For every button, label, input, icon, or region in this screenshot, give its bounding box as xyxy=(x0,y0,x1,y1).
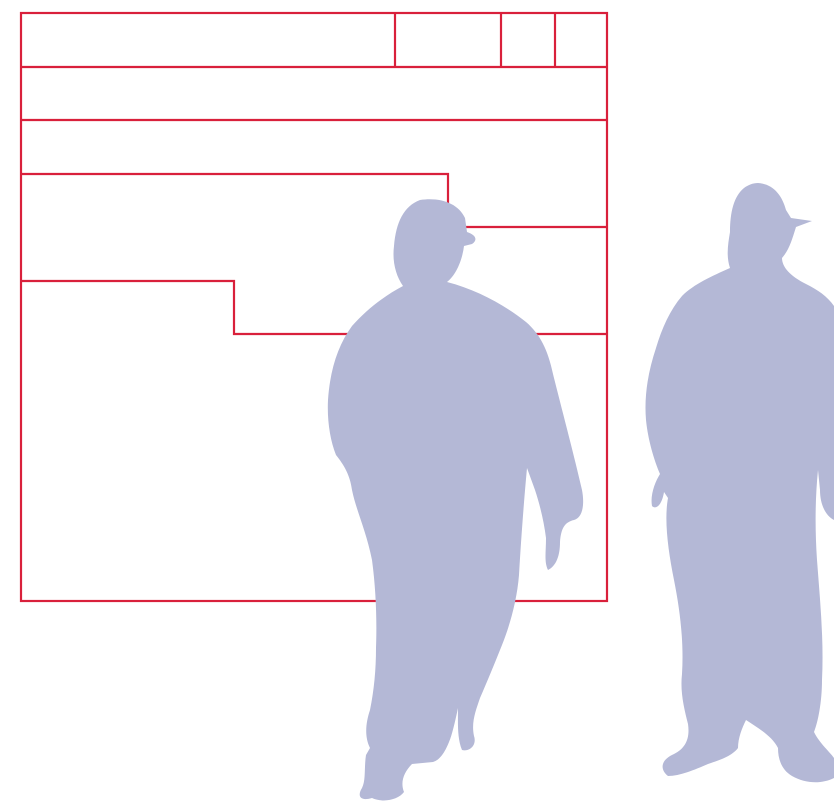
person-silhouette-left-icon xyxy=(328,199,583,800)
person-silhouette-right-icon xyxy=(645,183,834,782)
frame-step-divider-1 xyxy=(21,174,607,227)
